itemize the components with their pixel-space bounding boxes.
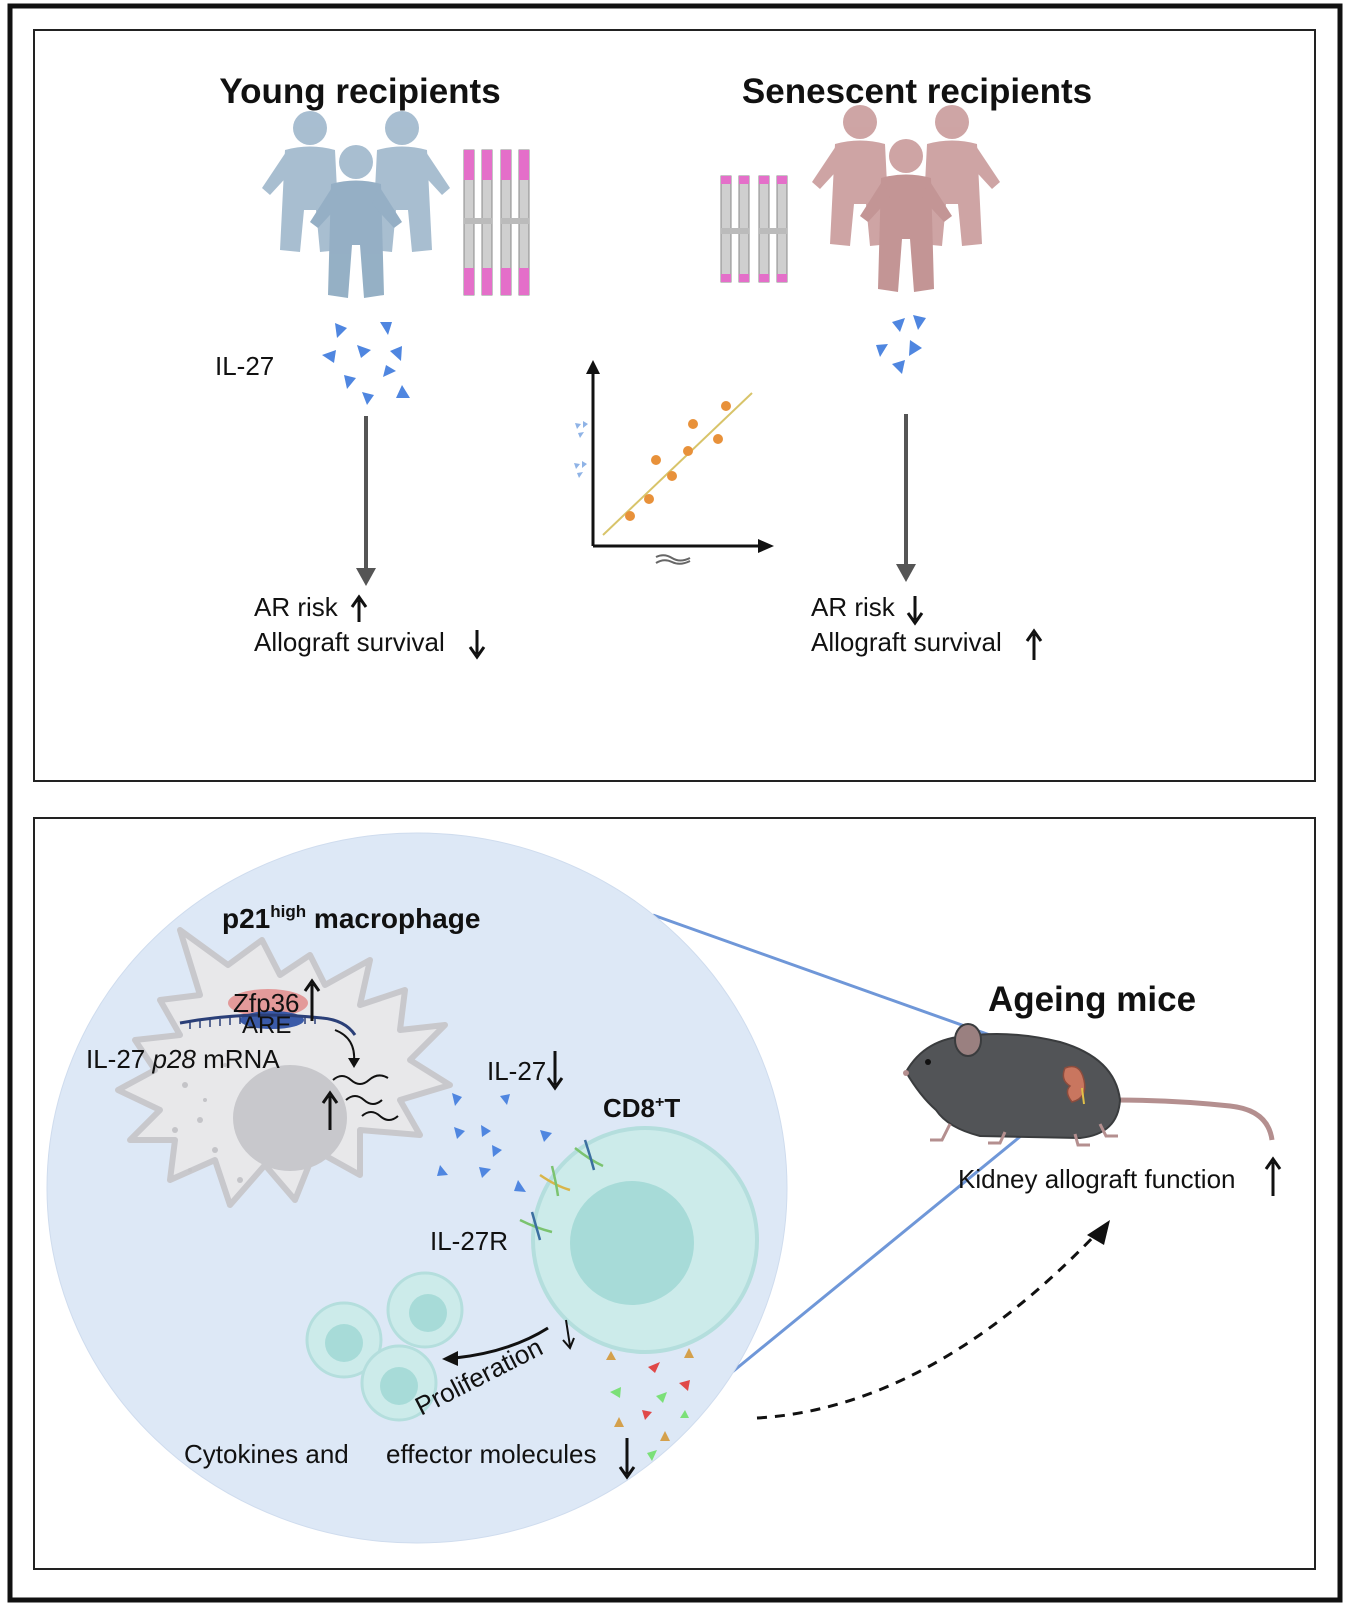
- chromosome-icon: [463, 149, 530, 296]
- il27-label-bottom: IL-27: [487, 1056, 546, 1086]
- allograft-survival-text: Allograft survival: [254, 627, 445, 657]
- ar-risk-text: AR risk: [254, 592, 339, 622]
- up-arrow-icon: [321, 1090, 339, 1130]
- cytokine-triangles: [606, 1348, 694, 1461]
- are-label: ARE: [242, 1012, 291, 1039]
- top-panel-border: [33, 29, 1316, 782]
- zfp36-protein: [228, 989, 308, 1017]
- down-arrow-icon: [468, 630, 486, 660]
- daughter-cells: [305, 1271, 464, 1422]
- people-group-icon: [812, 105, 1000, 292]
- down-arrow-icon: [618, 1438, 636, 1480]
- down-arrow-icon: [562, 1319, 575, 1350]
- chromosome-icon: [720, 175, 788, 283]
- down-arrow-icon: [906, 596, 924, 626]
- mrna-strand: [179, 1013, 357, 1036]
- cd8-t-label: CD8+T: [603, 1093, 680, 1123]
- ar-risk-text: AR risk: [811, 592, 896, 622]
- senescent-recipients-title: Senescent recipients: [742, 72, 1092, 111]
- il27-receptor-icon: [519, 1139, 604, 1241]
- mouse-icon: [903, 1023, 1275, 1147]
- zoom-link-line: [719, 1102, 1061, 1384]
- allograft-survival-text: Allograft survival: [811, 627, 1002, 657]
- proliferation-arrow: [454, 1326, 549, 1360]
- macrophage-title: p21high macrophage: [222, 902, 480, 934]
- il27-triangles: [437, 1093, 552, 1192]
- up-arrow-icon: [303, 978, 321, 1021]
- mrna-label: IL-27 p28 mRNA: [86, 1044, 280, 1074]
- people-group-icon: [262, 111, 450, 298]
- cytokines-label-part2: effector molecules: [386, 1439, 597, 1469]
- il27-triangles: [322, 322, 410, 405]
- up-arrow-icon: [350, 594, 368, 622]
- il27-triangles: [876, 315, 926, 374]
- t-cell-icon: [531, 1126, 759, 1354]
- cytokines-label-part1: Cytokines and: [184, 1439, 349, 1469]
- correlation-plot: [574, 360, 774, 565]
- il27r-label: IL-27R: [430, 1226, 508, 1256]
- kidney-icon: [1062, 1065, 1086, 1105]
- up-arrow-icon: [1264, 1156, 1282, 1196]
- down-arrow-icon: [546, 1051, 564, 1091]
- up-arrow-icon: [1025, 628, 1043, 660]
- il27-label: IL-27: [215, 351, 274, 381]
- young-outcome: AR risk Allograft survival: [254, 592, 486, 660]
- mrna-fragments: [332, 1074, 399, 1121]
- macrophage-cell-icon: [115, 927, 453, 1208]
- dashed-effect-arrow: [756, 1230, 1100, 1420]
- outer-frame: [7, 3, 1343, 1603]
- zfp36-label: Zfp36: [233, 988, 300, 1018]
- young-recipients-title: Young recipients: [219, 72, 500, 111]
- ageing-mice-title: Ageing mice: [988, 980, 1196, 1019]
- kidney-function-label: Kidney allograft function: [958, 1164, 1236, 1194]
- senescent-outcome: AR risk Allograft survival: [811, 592, 1043, 660]
